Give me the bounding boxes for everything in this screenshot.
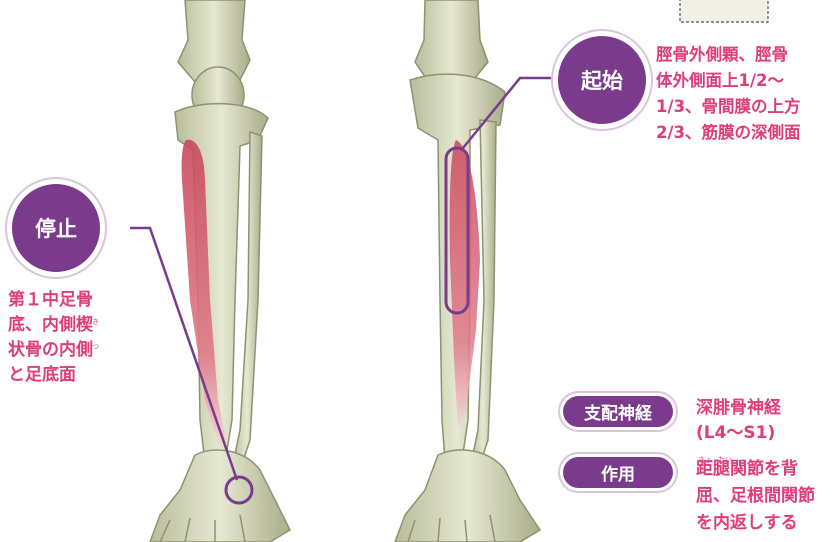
nerve-label-pill: 支配神経 [563,396,673,427]
origin-text: 脛骨外側顆、脛骨 体外側面上1/2～ 1/3、骨間膜の上方 2/3、筋膜の深側面 [656,42,801,146]
left-leg [150,0,290,542]
insertion-badge: 停止 [12,184,100,272]
insertion-text: 第１中足骨 底、内側楔 きつ 状骨の内側 と足底面 [8,288,93,388]
action-text: きょ たい 距腿関節を背 屈、足根間関節 を内返しする [696,456,815,537]
nerve-text: 深腓骨神経 (L4～S1) [696,396,781,446]
origin-badge: 起始 [558,36,646,124]
action-label-pill: 作用 [563,457,673,488]
inset-thumbnail [680,0,768,22]
